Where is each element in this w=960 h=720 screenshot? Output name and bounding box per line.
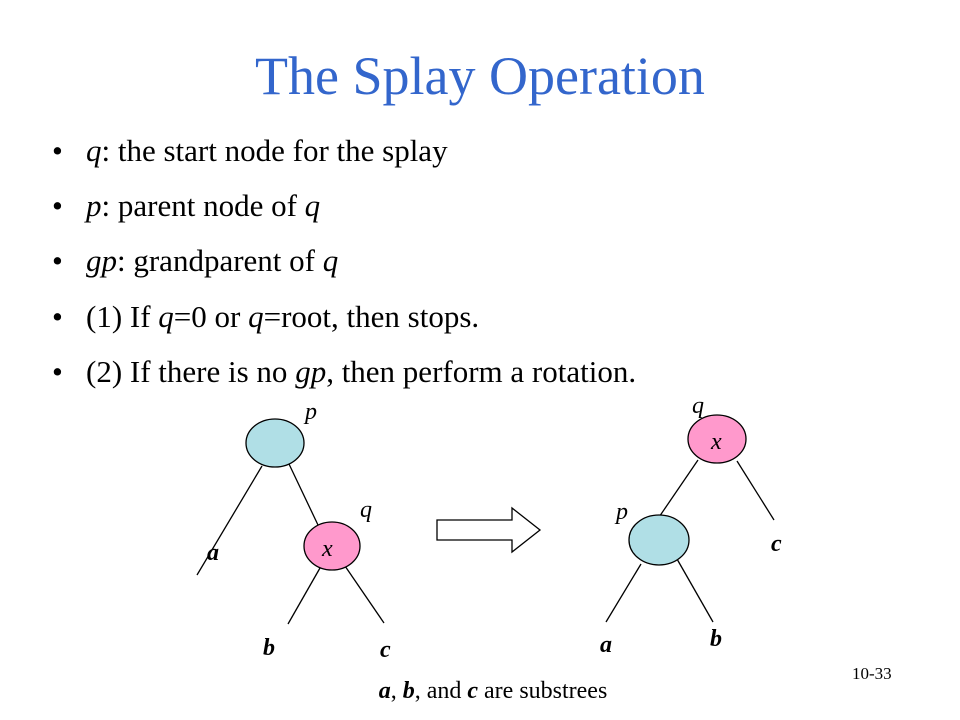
node-p bbox=[628, 514, 690, 566]
bullet-text: =0 or bbox=[173, 298, 249, 334]
label-b: b bbox=[710, 626, 722, 652]
diagram-caption: a, b, and c are substrees bbox=[379, 678, 608, 704]
label-c: c bbox=[771, 531, 782, 557]
bullet-term: q bbox=[248, 298, 264, 334]
bullet-term: p bbox=[86, 188, 102, 224]
node-x bbox=[687, 414, 747, 464]
slide-title: The Splay Operation bbox=[255, 46, 705, 106]
label-x: x bbox=[710, 429, 722, 455]
bullet-term: q bbox=[304, 188, 321, 224]
bullet-text: (1) If bbox=[86, 298, 159, 334]
edge-p-x bbox=[288, 463, 319, 526]
edge-x-c bbox=[344, 565, 385, 624]
bullet-text: (2) If there is no bbox=[86, 353, 296, 389]
tree-after: q p x a b c bbox=[600, 393, 782, 658]
bullet-term: gp bbox=[295, 353, 327, 389]
label-p: p bbox=[614, 499, 628, 525]
bullet-item: •q: the start node for the splay bbox=[52, 133, 448, 168]
tree-before: p q x a b c bbox=[196, 399, 391, 663]
bullet-item: •(1) If q=0 or q=root, then stops. bbox=[52, 298, 480, 334]
bullet-item: •p: parent node of q bbox=[52, 188, 321, 224]
label-a: a bbox=[600, 632, 612, 658]
edge-p-a bbox=[196, 465, 263, 576]
label-q: q bbox=[360, 497, 372, 523]
caption-b: b bbox=[403, 678, 415, 704]
bullet-list: •q: the start node for the splay •p: par… bbox=[52, 132, 636, 408]
bullet-term: gp bbox=[86, 243, 117, 279]
bullet-term: q bbox=[86, 133, 102, 168]
bullet-text: : the start node for the splay bbox=[101, 133, 448, 168]
caption-a: a bbox=[379, 678, 391, 704]
bullet-text: , then perform a rotation. bbox=[326, 353, 637, 389]
label-a: a bbox=[207, 540, 219, 566]
label-b: b bbox=[263, 635, 275, 661]
node-p bbox=[245, 418, 305, 468]
edge-x-b bbox=[287, 567, 321, 625]
caption-tail: are substrees bbox=[478, 678, 607, 704]
caption-c: c bbox=[467, 678, 478, 704]
label-x: x bbox=[321, 536, 333, 562]
caption-sep: , bbox=[391, 678, 403, 704]
bullet-text: : parent node of bbox=[101, 188, 305, 224]
bullet-item: •(2) If there is no gp, then perform a r… bbox=[52, 353, 637, 389]
bullet-text: : grandparent of bbox=[117, 243, 323, 279]
label-q: q bbox=[692, 393, 704, 419]
caption-sep: , and bbox=[415, 678, 468, 704]
edge-x-p bbox=[654, 459, 699, 524]
edge-x-c bbox=[736, 460, 775, 521]
rotation-arrow-icon bbox=[436, 506, 542, 554]
edge-p-b bbox=[676, 558, 714, 623]
bullet-term: q bbox=[322, 243, 339, 279]
bullet-item: •gp: grandparent of q bbox=[52, 243, 339, 279]
bullet-term: q bbox=[158, 298, 174, 334]
node-x bbox=[303, 521, 361, 571]
bullet-text: =root, then stops. bbox=[263, 298, 480, 334]
page-number: 10-33 bbox=[852, 664, 892, 683]
edge-p-a bbox=[605, 563, 642, 623]
label-p: p bbox=[303, 399, 317, 425]
label-c: c bbox=[380, 637, 391, 663]
